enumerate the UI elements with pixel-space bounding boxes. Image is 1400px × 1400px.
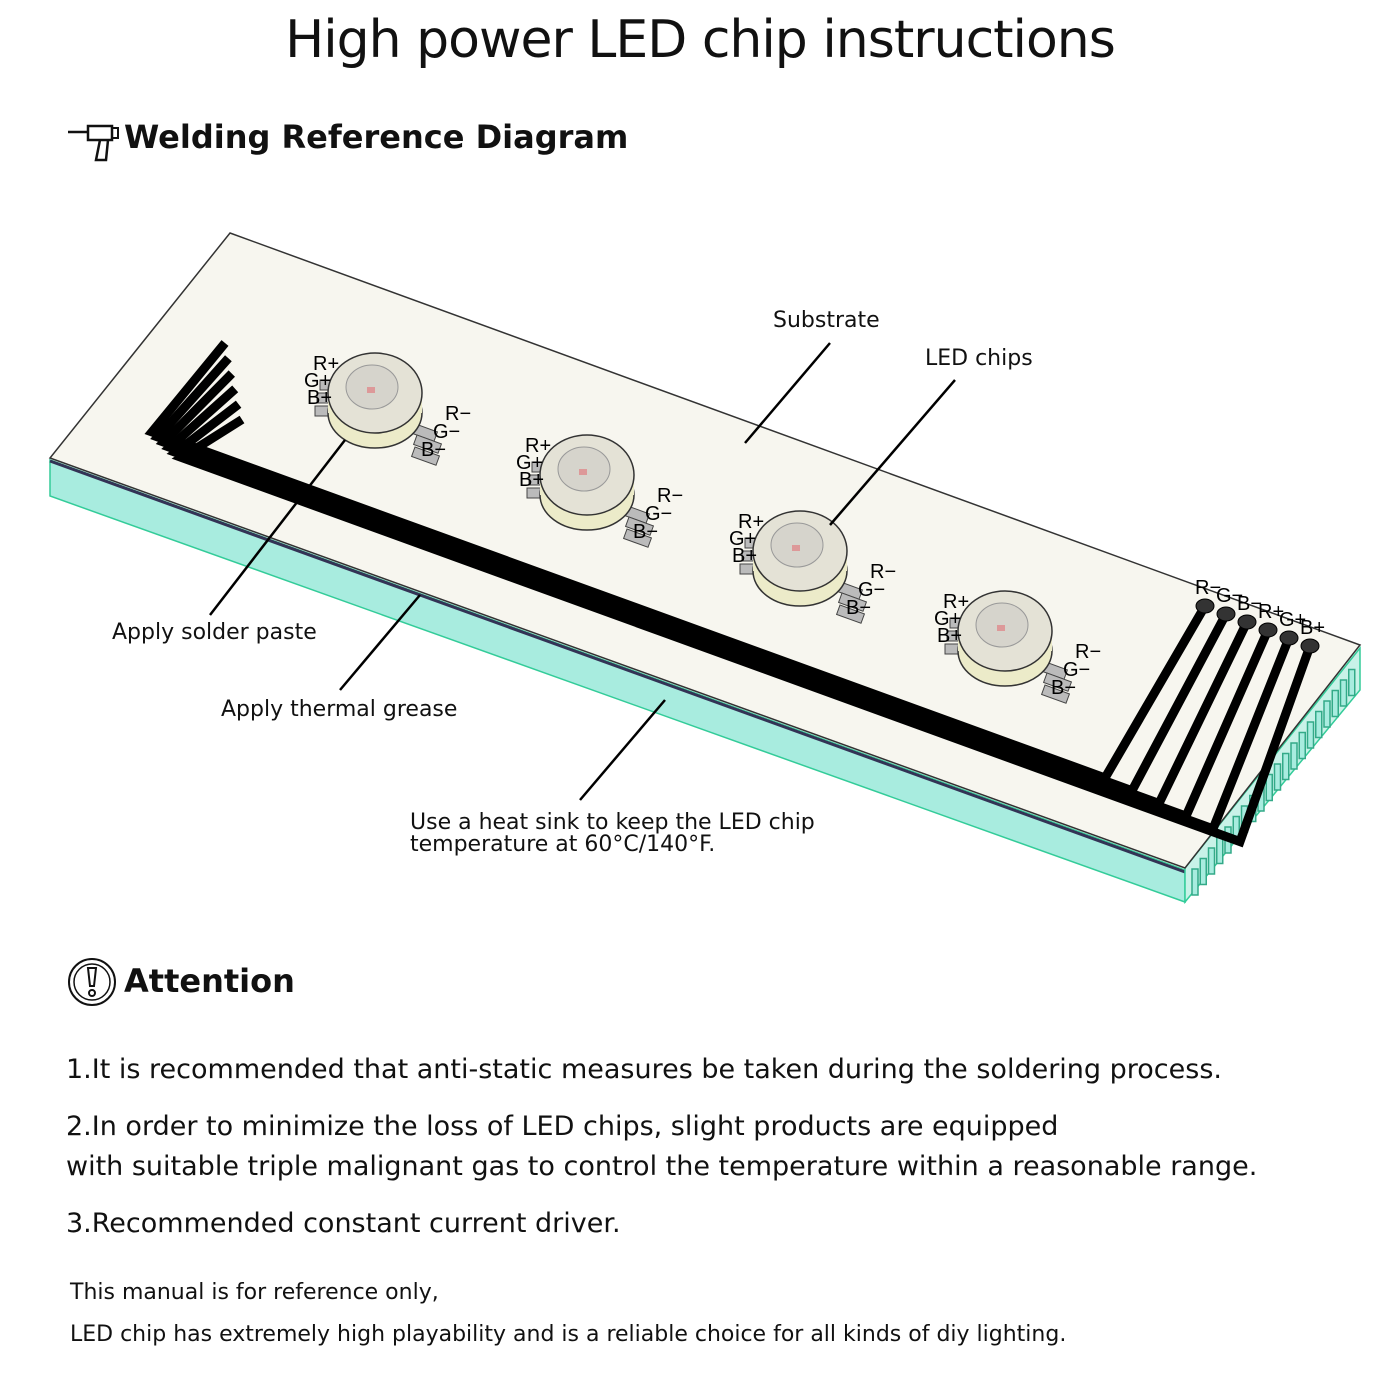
led-pin bbox=[1042, 672, 1073, 692]
substrate-label: Substrate bbox=[773, 308, 880, 333]
led-chips-label: LED chips bbox=[925, 346, 1033, 371]
pin-label: R+ bbox=[313, 353, 339, 375]
pin-label: B− bbox=[421, 439, 446, 461]
led-pin bbox=[410, 446, 441, 466]
page-title: High power LED chip instructions bbox=[285, 10, 1116, 70]
led-pin bbox=[837, 592, 868, 612]
heat-sink-label: Use a heat sink to keep the LED chip tem… bbox=[410, 812, 815, 856]
terminal-label: R− bbox=[1195, 577, 1221, 599]
fin bbox=[1265, 773, 1273, 802]
led-pin bbox=[835, 604, 866, 624]
pin-label: B− bbox=[1051, 677, 1076, 699]
fin bbox=[1331, 689, 1339, 718]
pin-label: R+ bbox=[943, 591, 969, 613]
terminal-pad bbox=[1300, 638, 1320, 654]
led-pin bbox=[412, 434, 443, 454]
terminal-pad bbox=[1279, 630, 1299, 646]
terminal-pad bbox=[1216, 606, 1236, 622]
fin bbox=[1273, 763, 1282, 791]
pin-label: G+ bbox=[304, 370, 331, 392]
pin-label: B+ bbox=[519, 469, 544, 491]
pin-label: B− bbox=[633, 521, 658, 543]
attention-item-2: 2.In order to minimize the loss of LED c… bbox=[66, 1111, 1059, 1142]
led-chip: R+G+B+ R−G−B− bbox=[304, 352, 471, 466]
thermal-grease-label: Apply thermal grease bbox=[221, 697, 458, 722]
attention-item-1: 1.It is recommended that anti-static mea… bbox=[66, 1054, 1222, 1085]
terminal-label: G+ bbox=[1279, 609, 1306, 631]
terminal-label: B+ bbox=[1300, 617, 1325, 639]
terminal-label: G− bbox=[1216, 585, 1243, 607]
led-chip: R+G+B+ R−G−B− bbox=[729, 510, 896, 624]
fin bbox=[1191, 868, 1199, 896]
pin-label: G+ bbox=[516, 452, 543, 474]
pin-label: R− bbox=[1075, 641, 1101, 663]
pin-label: R− bbox=[445, 403, 471, 425]
fin bbox=[1298, 731, 1306, 760]
heat-sink-label-line1: Use a heat sink to keep the LED chip bbox=[410, 810, 815, 835]
pin-label: B+ bbox=[732, 545, 757, 567]
welding-diagram: R−G−B−R+G+B+ R+G+B+R−G−B−R+G+B+R−G−B−R+G… bbox=[48, 232, 1362, 905]
pin-label: R+ bbox=[738, 511, 764, 533]
pin-label: B+ bbox=[937, 625, 962, 647]
attention-heading: Attention bbox=[124, 962, 295, 1000]
terminal-pad bbox=[1237, 614, 1257, 630]
pin-label: B+ bbox=[307, 387, 332, 409]
led-chip: R+G+B+ R−G−B− bbox=[516, 434, 683, 548]
led-chip: R+G+B+ R−G−B− bbox=[934, 590, 1101, 704]
terminal-label: R+ bbox=[1258, 601, 1284, 623]
terminal-pad bbox=[1258, 622, 1278, 638]
fin bbox=[1339, 679, 1348, 707]
pin-label: G− bbox=[1063, 659, 1090, 681]
pin-label: B− bbox=[846, 597, 871, 619]
footer-line-2: LED chip has extremely high playability … bbox=[70, 1322, 1067, 1347]
led-pin bbox=[624, 516, 655, 536]
attention-item-3: 3.Recommended constant current driver. bbox=[66, 1208, 621, 1239]
footer-line-1: This manual is for reference only, bbox=[70, 1280, 439, 1305]
heat-sink-label-line2: temperature at 60°C/140°F. bbox=[410, 832, 716, 857]
circuit-trace bbox=[171, 415, 1315, 848]
pin-label: G+ bbox=[729, 528, 756, 550]
pin-label: R− bbox=[657, 485, 683, 507]
terminal-pad bbox=[1195, 598, 1215, 614]
fin bbox=[1216, 836, 1224, 865]
fin bbox=[1207, 847, 1216, 875]
pin-label: R+ bbox=[525, 435, 551, 457]
terminal-label: B− bbox=[1237, 593, 1262, 615]
fin bbox=[1290, 742, 1298, 770]
pin-label: G− bbox=[433, 421, 460, 443]
fin bbox=[1199, 857, 1207, 886]
fin bbox=[1323, 700, 1331, 728]
attention-item-2-cont: with suitable triple malignant gas to co… bbox=[66, 1151, 1258, 1182]
attention-icon bbox=[68, 958, 116, 1006]
fin bbox=[1315, 710, 1323, 739]
fin bbox=[1306, 721, 1315, 749]
welding-heading: Welding Reference Diagram bbox=[124, 118, 629, 156]
soldering-iron-icon bbox=[68, 124, 119, 162]
pin-label: G− bbox=[858, 579, 885, 601]
fin bbox=[1348, 668, 1356, 697]
pin-label: R− bbox=[870, 561, 896, 583]
thermal-grease-layer bbox=[49, 459, 1186, 874]
solder-paste-label: Apply solder paste bbox=[112, 620, 317, 645]
fin bbox=[1282, 752, 1290, 781]
led-pin bbox=[1040, 684, 1071, 704]
pin-label: G− bbox=[645, 503, 672, 525]
pin-label: G+ bbox=[934, 608, 961, 630]
led-pin bbox=[622, 528, 653, 548]
